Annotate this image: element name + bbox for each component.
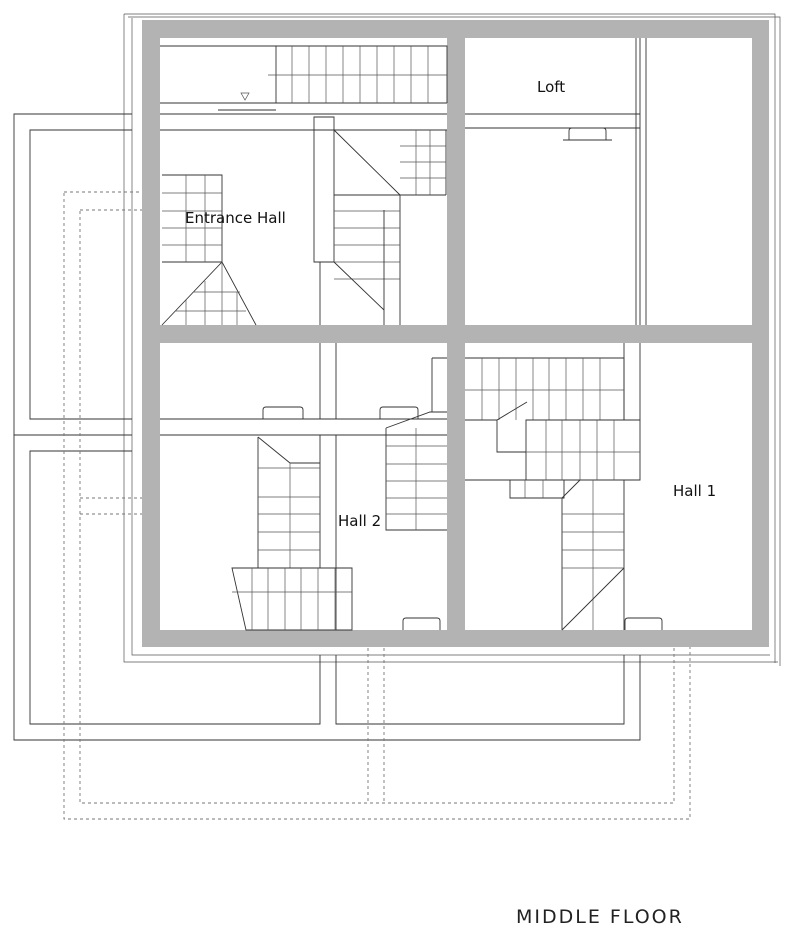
hall-1-label: Hall 1 [673, 482, 716, 500]
loft-details [465, 38, 647, 325]
floor-title: MIDDLE FLOOR [516, 906, 684, 928]
hall-2-label: Hall 2 [338, 512, 381, 530]
hall-2-details [160, 343, 447, 631]
loft-label: Loft [537, 78, 565, 96]
entrance-hall-details [160, 45, 448, 326]
outer-boundary [123, 13, 781, 666]
hall-1-details [465, 343, 663, 631]
walls [142, 20, 769, 647]
entrance-hall-label: Entrance Hall [185, 209, 286, 227]
lower-floor-outline [13, 113, 641, 741]
